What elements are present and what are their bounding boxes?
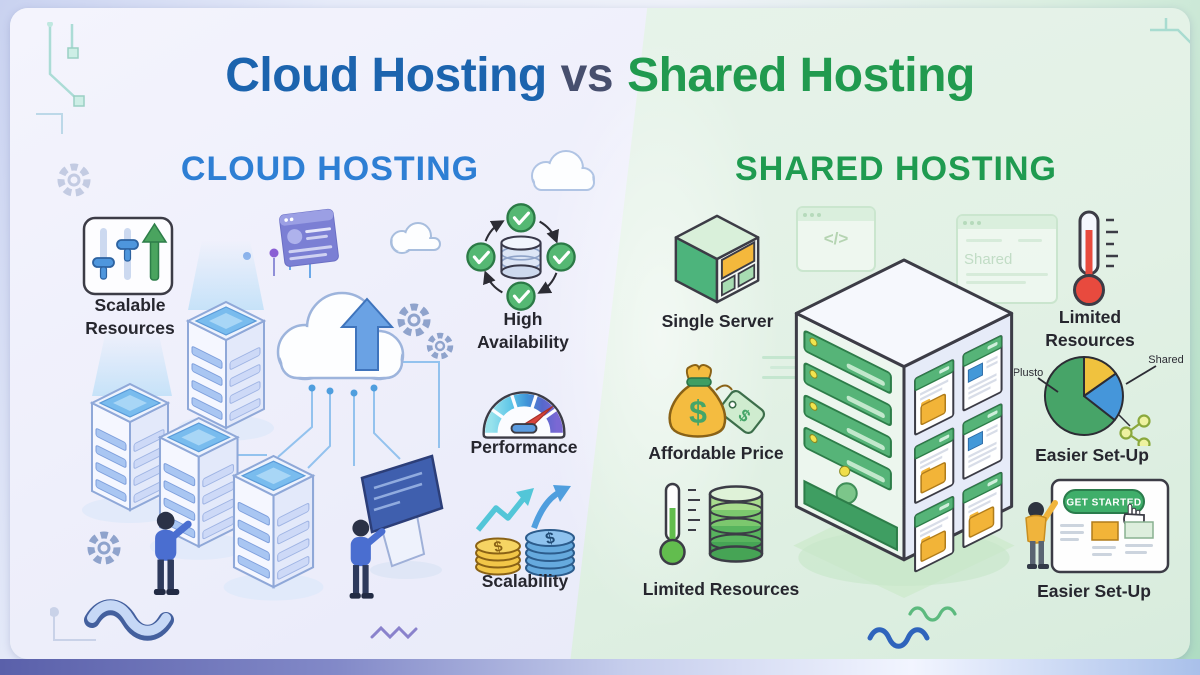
ghost-code-window: </> bbox=[796, 206, 876, 272]
circuit-decoration-topright bbox=[1150, 18, 1190, 44]
sliders-growth-icon bbox=[82, 216, 174, 296]
ghost-shared-label: Shared bbox=[964, 251, 1013, 268]
isometric-cube-icon bbox=[674, 214, 760, 304]
gear-outline-icon bbox=[57, 163, 91, 197]
blue-coin-stack: $ bbox=[525, 529, 575, 577]
green-thermometer-icon bbox=[659, 482, 686, 566]
speedometer-icon bbox=[482, 391, 566, 439]
hosted-site-cards bbox=[914, 335, 1003, 573]
thermometer-capacity-icon bbox=[659, 482, 764, 566]
share-icon bbox=[1119, 414, 1151, 446]
server-slats bbox=[803, 330, 892, 491]
bottom-accent-strip bbox=[0, 659, 1200, 675]
small-cloud-icon bbox=[390, 222, 441, 254]
check-circles bbox=[466, 203, 576, 311]
database-checkmarks-cycle-icon bbox=[466, 203, 576, 311]
dollar-sign: $ bbox=[689, 394, 707, 430]
code-symbol: </> bbox=[823, 229, 849, 248]
feature-label: Scalability bbox=[481, 571, 569, 591]
cloud-heading: CLOUD HOSTING bbox=[180, 150, 480, 188]
squiggle-decoration-left bbox=[50, 599, 174, 641]
person-illustration bbox=[1025, 500, 1058, 569]
title-shared-hosting: Shared Hosting bbox=[627, 49, 975, 102]
red-thermometer-icon bbox=[1073, 210, 1118, 306]
shared-server-tower-illustration bbox=[793, 258, 1015, 598]
pie-chart-icon: Plusto Shared bbox=[1014, 354, 1184, 446]
shared-heading: SHARED HOSTING bbox=[735, 150, 1057, 188]
coin-stacks-growth-icon: $ $ bbox=[475, 485, 575, 577]
database-icon bbox=[500, 235, 542, 280]
cloud-icon bbox=[531, 150, 595, 191]
feature-label: Limited Resources bbox=[642, 579, 800, 599]
money-bag-icon: $ bbox=[668, 364, 727, 438]
price-tag-icon: $ bbox=[718, 389, 766, 435]
zigzag-decoration bbox=[370, 625, 418, 640]
feature-label: Single Server bbox=[661, 311, 774, 331]
feature-label: Performance bbox=[470, 437, 578, 457]
squiggle-decoration-right bbox=[867, 606, 957, 649]
feature-label: Limited Resources bbox=[1045, 307, 1135, 351]
feature-label: Affordable Price bbox=[648, 443, 784, 463]
get-started-label: GET STARTED bbox=[1066, 498, 1141, 509]
feature-label: Easier Set-Up bbox=[1035, 445, 1149, 465]
pie-label-left: Plusto bbox=[1014, 367, 1043, 379]
capacity-cylinder-icon bbox=[708, 485, 764, 563]
feature-label: High Availability bbox=[477, 309, 569, 353]
money-bag-price-tag-icon: $ $ bbox=[668, 364, 766, 438]
pie-label-right: Shared bbox=[1148, 354, 1183, 366]
ghost-shared-window: Shared bbox=[956, 214, 1058, 304]
cloud-infrastructure-illustration bbox=[81, 208, 482, 620]
title-vs: vs bbox=[560, 49, 614, 102]
get-started-button bbox=[1063, 489, 1145, 514]
get-started-webpage-icon: GET STARTED bbox=[1025, 478, 1170, 574]
browser-window-icon bbox=[279, 208, 339, 267]
dollar-sign: $ bbox=[544, 530, 557, 549]
yellow-coin-stack: $ bbox=[475, 537, 521, 576]
feature-label: Easier Set-Up bbox=[1037, 581, 1151, 601]
title-cloud-hosting: Cloud Hosting bbox=[225, 49, 547, 102]
upload-arrow-icon bbox=[339, 297, 395, 371]
cloud-upload-icon bbox=[276, 291, 405, 381]
circuit-decoration-topleft bbox=[36, 22, 91, 197]
kiosk-monitor-illustration bbox=[360, 454, 444, 579]
